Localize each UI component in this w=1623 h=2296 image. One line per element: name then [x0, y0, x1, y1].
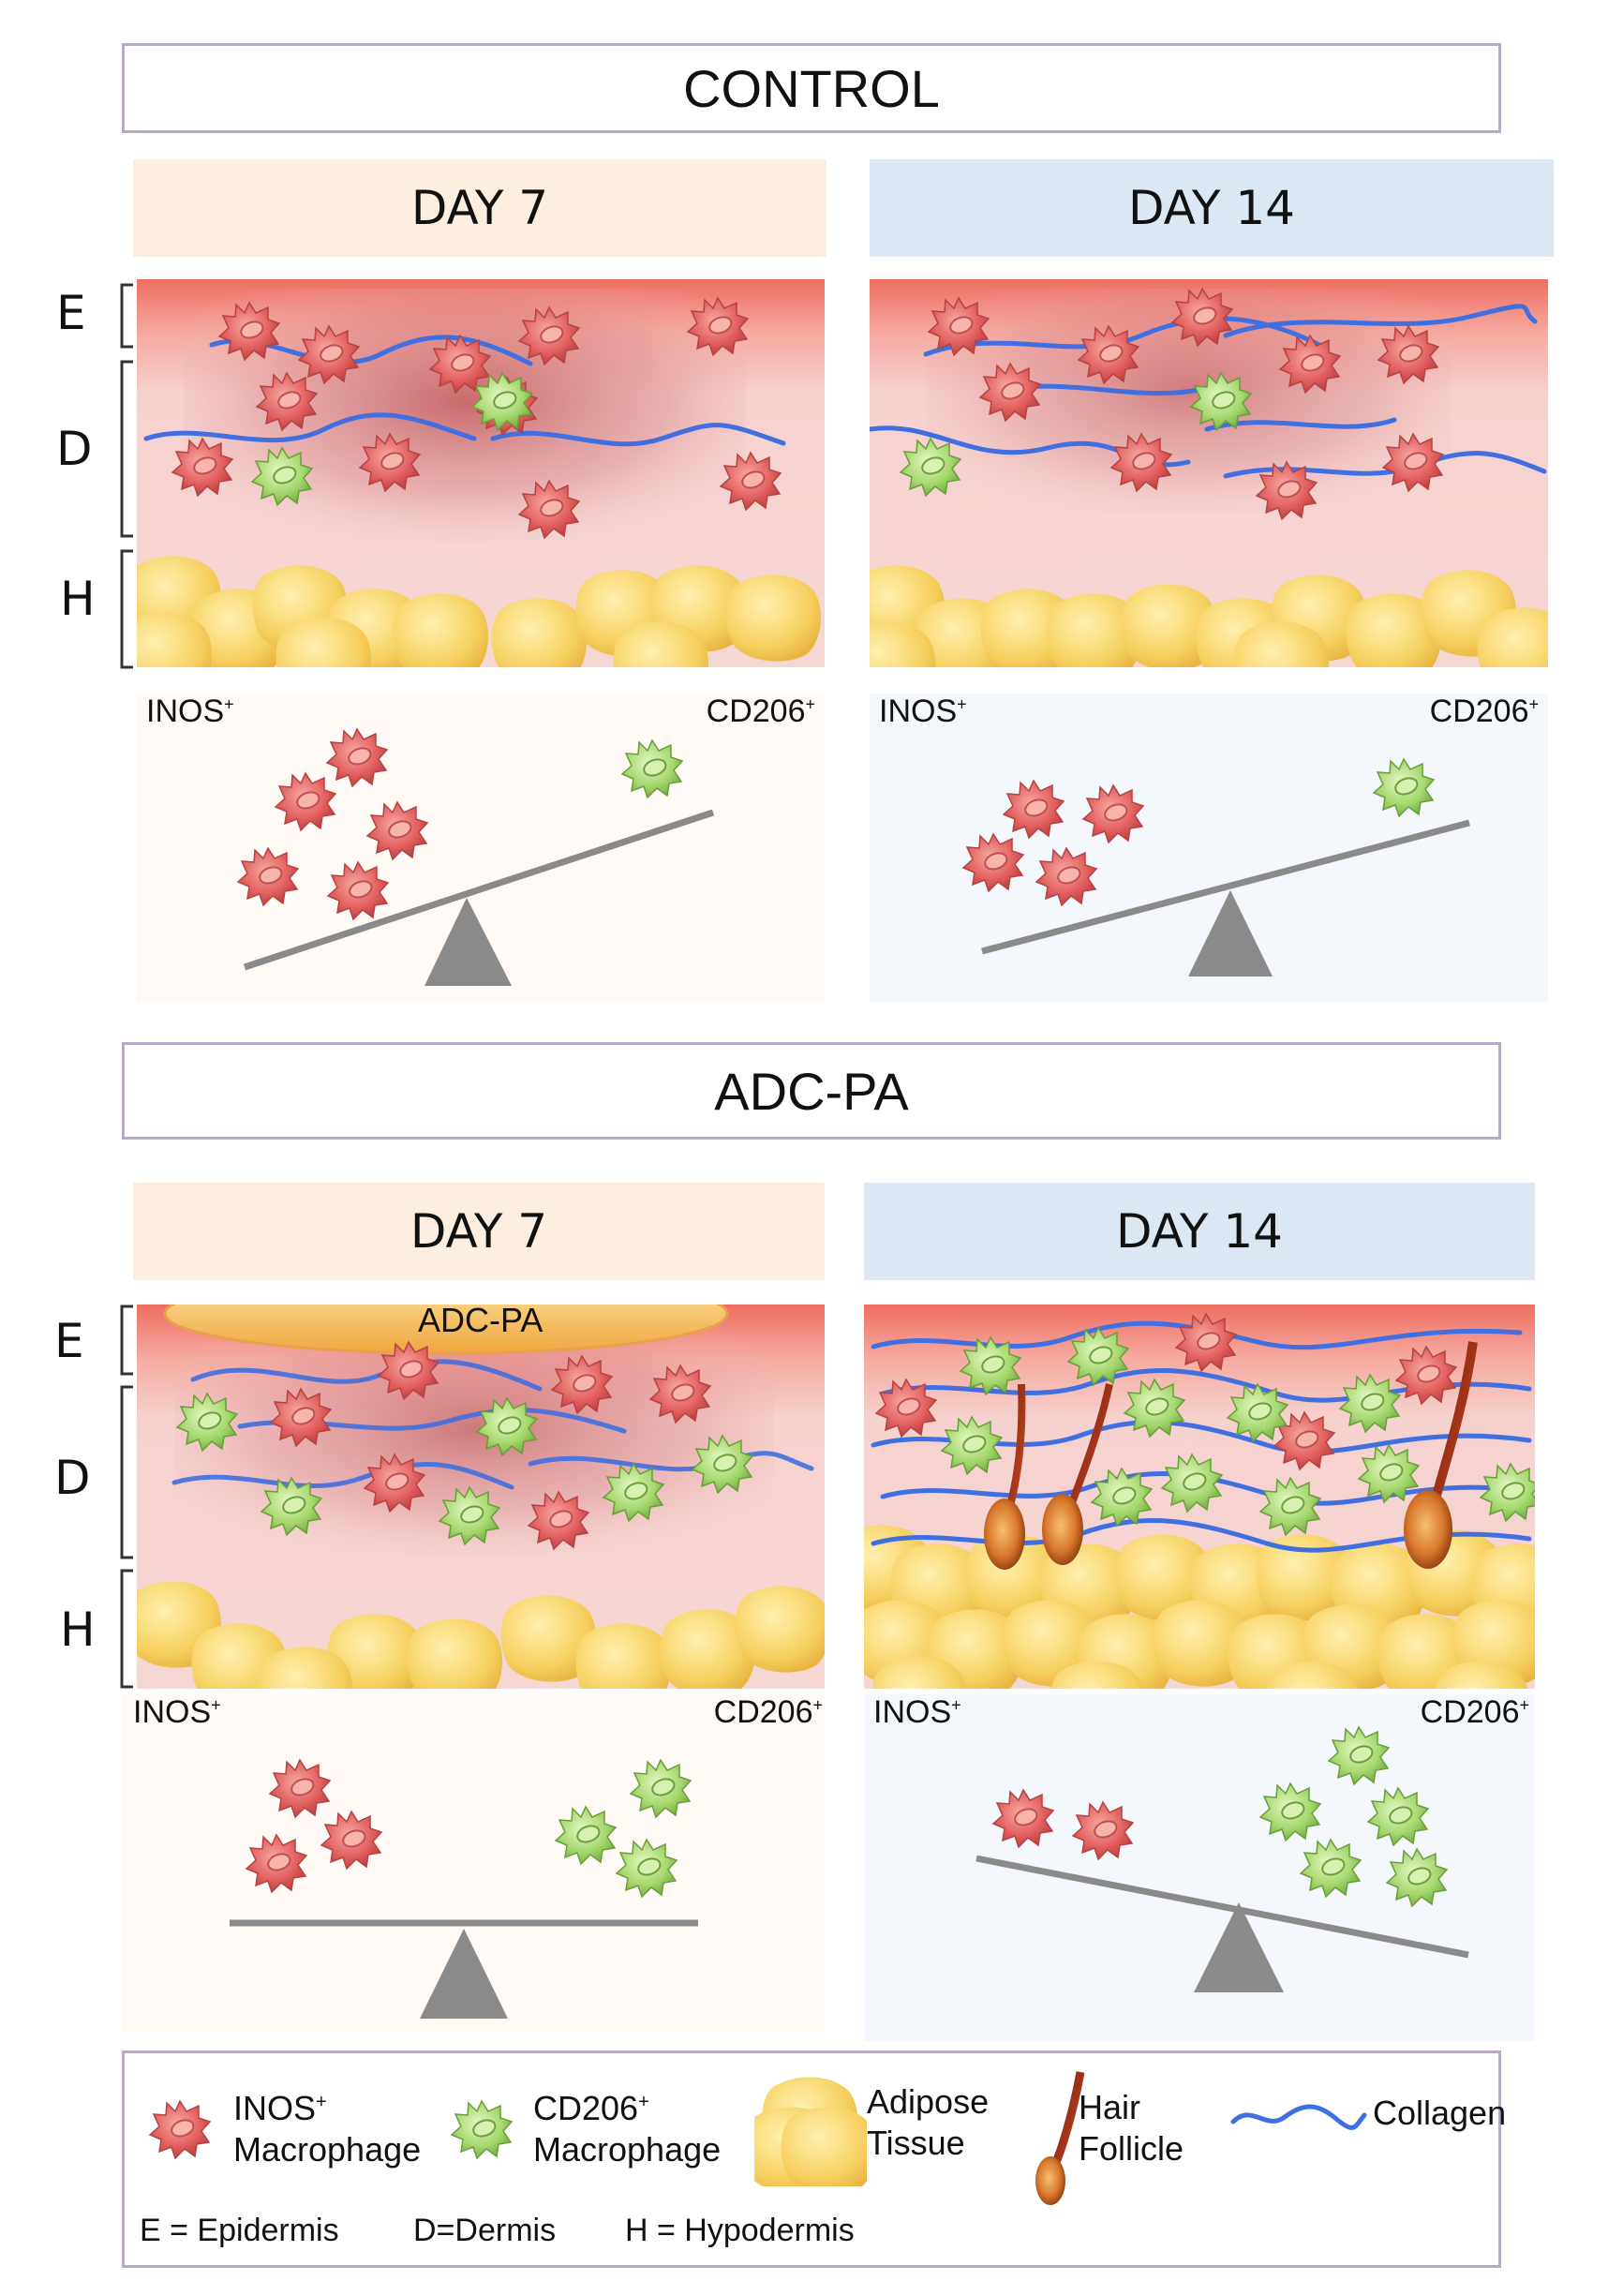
adcpa-group-title: ADC-PA: [122, 1042, 1501, 1140]
layer-label-hypodermis-2: H: [60, 1603, 96, 1657]
layer-label-epidermis-2: E: [54, 1314, 84, 1368]
legend-inos-icon: [138, 2087, 222, 2171]
skin-section-control-day7: [137, 279, 825, 667]
legend-key-epidermis: E = Epidermis: [140, 2213, 339, 2248]
adcpa-day7-label: DAY 7: [409, 1204, 548, 1259]
control-day14-header: DAY 14: [870, 159, 1554, 257]
control-day7-header: DAY 7: [133, 159, 826, 257]
legend-adipose-icon: [754, 2077, 867, 2186]
adcpa-day14-label: DAY 14: [1115, 1204, 1283, 1259]
balance-right-label: CD206+: [1429, 693, 1539, 729]
layer-label-hypodermis: H: [60, 572, 96, 626]
adcpa-dressing-label: ADC-PA: [418, 1305, 543, 1339]
skin-section-adcpa-day14: [864, 1305, 1535, 1689]
balance-left-label: INOS+: [873, 1694, 961, 1730]
control-title-text: CONTROL: [683, 58, 940, 118]
balance-adcpa-day14: INOS+ CD206+: [864, 1694, 1535, 2041]
balance-right-label: CD206+: [1420, 1694, 1529, 1730]
legend: INOS+Macrophage CD206+Macrophage Adipose…: [122, 2050, 1506, 2268]
layer-label-dermis-2: D: [54, 1451, 91, 1505]
layer-brackets-adcpa: [120, 1305, 133, 1689]
balance-left-label: INOS+: [879, 693, 967, 729]
layer-label-dermis: D: [56, 422, 93, 476]
balance-control-day7: INOS+ CD206+: [137, 693, 825, 1003]
legend-inos-label: INOS+Macrophage: [233, 2089, 422, 2169]
balance-control-day14: INOS+ CD206+: [870, 693, 1548, 1003]
legend-cd206-label: CD206+Macrophage: [533, 2089, 722, 2169]
skin-section-adcpa-day7: ADC-PA: [137, 1305, 825, 1689]
legend-cd206-icon: [439, 2087, 524, 2171]
legend-hair-follicle-icon: [1035, 2071, 1085, 2205]
adcpa-title-text: ADC-PA: [714, 1061, 909, 1121]
balance-adcpa-day7: INOS+ CD206+: [122, 1694, 825, 2032]
skin-section-control-day14: [870, 279, 1548, 667]
balance-left-label: INOS+: [133, 1694, 221, 1730]
control-day14-label: DAY 14: [1127, 181, 1295, 235]
hair-follicles: [984, 1341, 1478, 1570]
adcpa-dressing: [163, 1305, 729, 1355]
balance-right-label: CD206+: [713, 1694, 823, 1730]
control-group-title: CONTROL: [122, 43, 1501, 133]
legend-key-dermis: D=Dermis: [413, 2213, 557, 2248]
legend-collagen-icon: [1230, 2104, 1367, 2130]
control-day7-label: DAY 7: [410, 181, 549, 235]
layer-brackets-control: [120, 283, 133, 669]
balance-right-label: CD206+: [706, 693, 815, 729]
legend-key-hypodermis: H = Hypodermis: [625, 2213, 855, 2248]
adcpa-day14-header: DAY 14: [864, 1183, 1535, 1280]
layer-label-epidermis: E: [56, 286, 86, 340]
legend-collagen-label: Collagen: [1373, 2094, 1507, 2132]
balance-left-label: INOS+: [146, 693, 234, 729]
adcpa-day7-header: DAY 7: [133, 1183, 825, 1280]
